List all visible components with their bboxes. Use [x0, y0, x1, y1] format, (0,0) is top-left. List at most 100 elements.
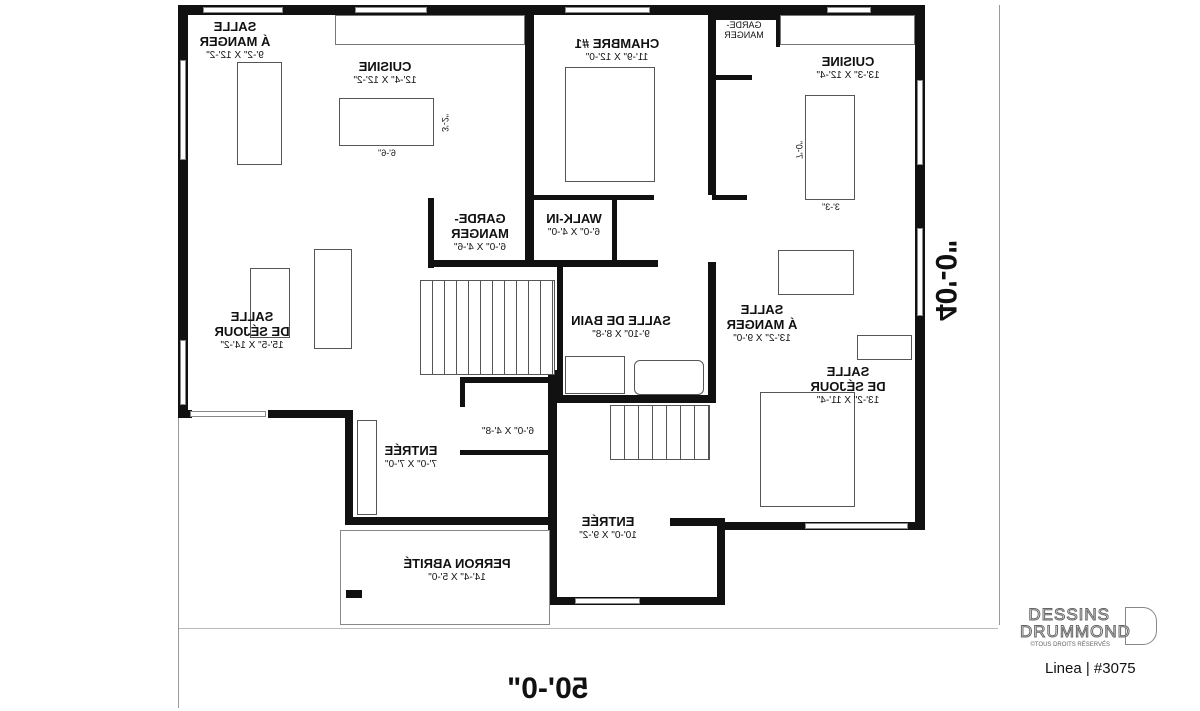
wall — [345, 410, 353, 525]
window — [190, 411, 266, 417]
room-dimensions: 10'-0" X 9'-2" — [579, 529, 637, 541]
room-name: Á MANGER — [199, 33, 271, 49]
room-name: SALLE — [740, 302, 784, 317]
wall — [712, 75, 752, 80]
room-dimensions: 9'-2" X 12'-2" — [206, 49, 264, 61]
dining-table-left — [237, 62, 282, 165]
island-left-height: 3'-2" — [439, 114, 450, 132]
kitchen-counter-left — [335, 15, 525, 45]
room-name: CUISINE — [821, 54, 875, 69]
brand-d-icon — [1125, 607, 1157, 645]
window — [917, 80, 923, 165]
wall — [776, 15, 780, 47]
wall — [708, 262, 716, 402]
copyright: ©TOUS DROITS RÉSERVÉS — [1030, 642, 1110, 648]
room-dimensions: 7'-0" X 7'-0" — [384, 458, 438, 470]
kitchen-island-left — [339, 98, 434, 146]
dimension-line-depth — [999, 5, 1000, 625]
wall — [460, 377, 465, 407]
staircase-lower — [610, 405, 710, 460]
wall — [345, 517, 555, 525]
room-name: DE SÉJOUR — [810, 378, 886, 394]
brand-name-line1: DESSINS — [1028, 605, 1110, 625]
window — [565, 7, 650, 13]
porch — [340, 530, 550, 625]
room-dimensions: 6'-0" X 4'-0" — [547, 226, 601, 238]
bathtub — [634, 360, 704, 395]
bench-entry — [357, 420, 377, 515]
room-name: WALK-IN — [546, 211, 602, 226]
room-dimensions: 11'-9" X 12'-0" — [585, 51, 649, 63]
window — [180, 60, 186, 160]
room-name: ENTRÉE — [581, 514, 635, 529]
bed — [565, 67, 655, 182]
window — [917, 228, 923, 316]
room-dimensions: 14'-4" X 5'-0" — [428, 571, 486, 583]
window — [355, 7, 427, 13]
coffee-table-left — [250, 268, 290, 338]
overall-depth: 40'-0" — [928, 235, 962, 325]
kitchen-counter-right — [780, 15, 915, 45]
window — [180, 340, 186, 405]
room-dimensions: 9'-10" X 8'-8" — [592, 328, 650, 340]
wall — [717, 518, 725, 605]
room-garde-manger-small: GARDE-MANGER — [724, 20, 764, 41]
room-salle-d-eau: 6'-0" X 4'-8" — [482, 426, 534, 438]
wall — [557, 262, 563, 402]
sofa-left — [314, 249, 352, 349]
brand-name-line2: DRUMMOND — [1020, 622, 1131, 642]
wall — [534, 195, 654, 200]
island-left-width: 6'-6" — [378, 148, 396, 158]
room-dimensions: 13'-2" X 11'-4" — [816, 394, 880, 406]
fireplace-right — [857, 335, 912, 360]
room-name: PERRON ABRITÉ — [403, 556, 511, 571]
room-name: DE SÉJOUR — [214, 323, 290, 339]
room-dimensions: 13'-2" X 9'-0" — [733, 332, 791, 344]
overall-width: 50'-0" — [503, 672, 593, 706]
room-name: GARDE- — [726, 20, 762, 30]
room-dimensions: 13'-3" X 12'-4" — [816, 69, 880, 81]
room-name: CUISINE — [358, 59, 412, 74]
model-number: Linea | #3075 — [1045, 660, 1136, 677]
room-name: MANGER — [724, 30, 764, 41]
room-name: ENTRÉE — [384, 443, 438, 458]
wall — [612, 195, 617, 265]
wall-left — [178, 5, 188, 418]
wall — [428, 198, 434, 268]
room-name: SALLE — [826, 364, 870, 379]
wall-top — [178, 5, 925, 15]
dimension-line-width — [178, 628, 998, 629]
wall — [708, 15, 716, 195]
wall — [557, 395, 716, 403]
room-dimensions: 12'-4" X 12'-2" — [353, 74, 417, 86]
wall — [460, 377, 557, 383]
window — [203, 7, 283, 13]
wall — [460, 450, 557, 455]
island-right-width: 3'-3" — [822, 202, 840, 212]
brand-logo: DESSINS DRUMMOND ©TOUS DROITS RÉSERVÉS — [1020, 605, 1131, 649]
window — [827, 7, 871, 13]
wall — [268, 410, 353, 418]
wall — [712, 195, 747, 200]
wall — [428, 260, 658, 267]
sectional-right — [760, 392, 855, 507]
window — [805, 523, 908, 529]
wall — [548, 370, 557, 605]
room-dimensions: 6'-0" X 4'-8" — [481, 426, 535, 437]
shower — [565, 356, 625, 394]
wall — [525, 15, 534, 260]
wall — [712, 15, 782, 20]
room-name: SALLE — [230, 309, 274, 324]
room-name: GARDE- — [454, 211, 506, 226]
room-dimensions: 6'-0" X 4'-6" — [453, 241, 507, 253]
